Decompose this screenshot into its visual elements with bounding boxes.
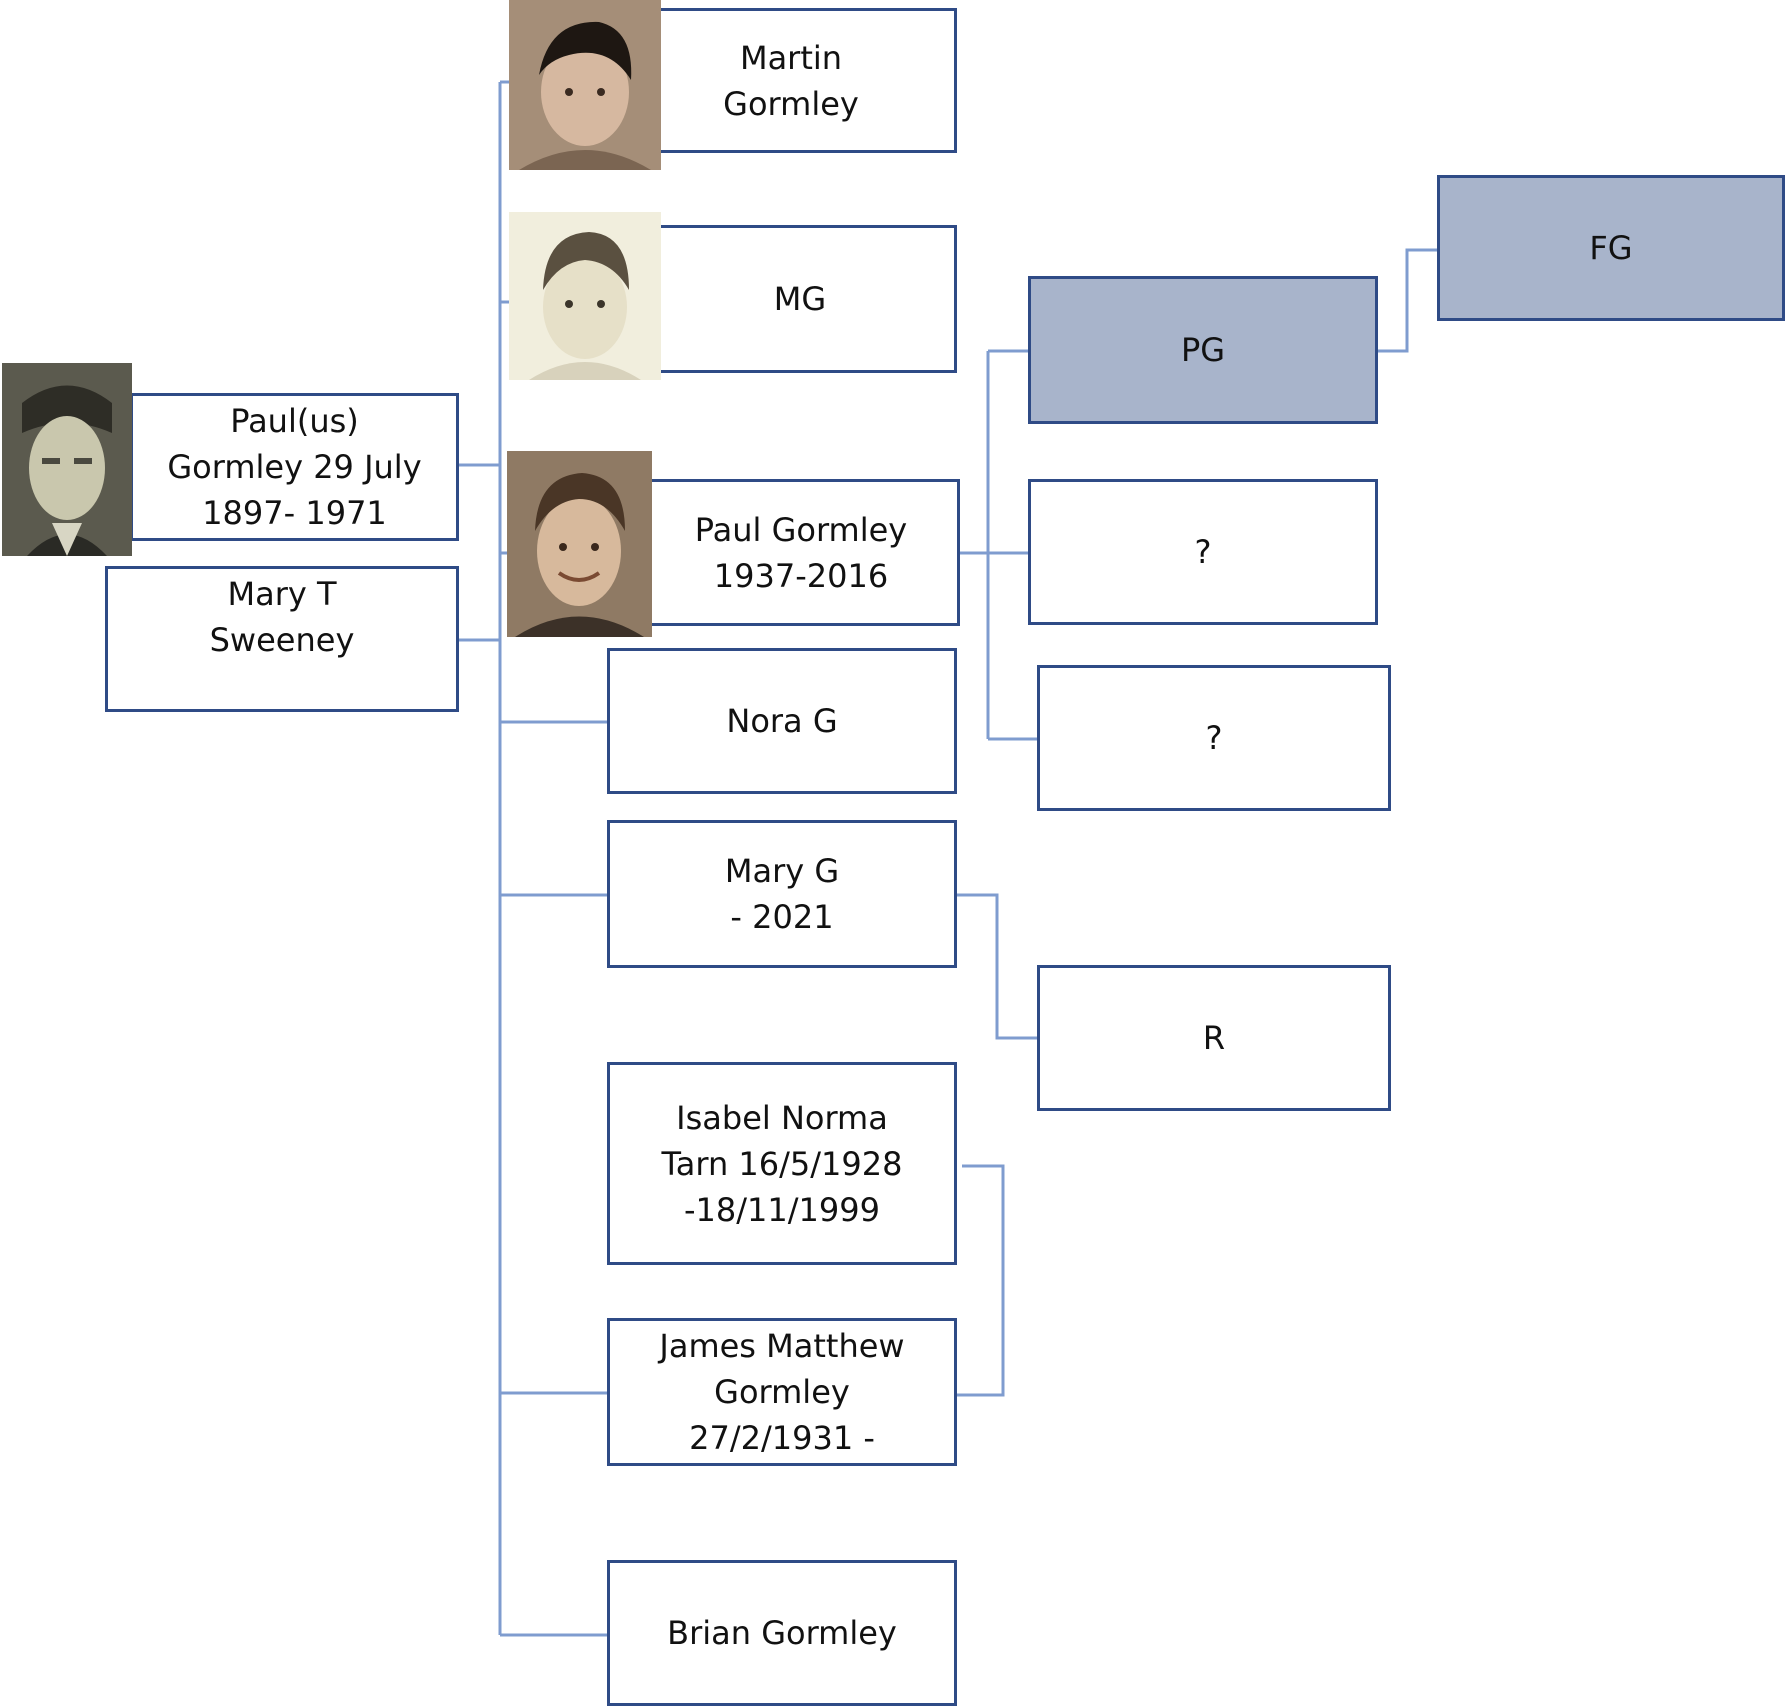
pg-fg-link [1378, 248, 1437, 353]
person-name-paulus: Paul(us) Gormley 29 July 1897- 1971 [167, 402, 422, 532]
person-name-fg: FG [1589, 229, 1633, 267]
spouse-bracket [957, 1164, 1005, 1397]
person-name-unknown-2: ? [1205, 719, 1223, 757]
person-box-r: R [1037, 965, 1391, 1111]
person-name-martin: Martin Gormley [723, 38, 859, 123]
person-name-mg: MG [773, 280, 827, 318]
person-name-mary-t: Mary T Sweeney [209, 575, 355, 659]
person-box-martin: Martin Gormley [655, 8, 957, 153]
person-box-nora: Nora G [607, 648, 957, 794]
person-box-unknown-1: ? [1028, 479, 1378, 625]
person-box-brian: Brian Gormley [607, 1560, 957, 1706]
person-name-pg: PG [1180, 331, 1226, 369]
person-box-unknown-2: ? [1037, 665, 1391, 811]
person-box-mg: MG [655, 225, 957, 373]
person-box-paul-g: Paul Gormley 1937-2016 [642, 479, 960, 626]
person-name-unknown-1: ? [1194, 533, 1212, 571]
person-box-mary-t: Mary T Sweeney [105, 566, 459, 712]
mary-g-r-link [957, 893, 1037, 1040]
person-box-isabel: Isabel Norma Tarn 16/5/1928 -18/11/1999 [607, 1062, 957, 1265]
person-name-nora: Nora G [726, 702, 838, 740]
person-box-paulus: Paul(us) Gormley 29 July 1897- 1971 [130, 393, 459, 541]
person-name-r: R [1202, 1019, 1226, 1057]
person-name-paul-g: Paul Gormley 1937-2016 [694, 510, 908, 595]
portrait-photo-paul-g [507, 451, 652, 637]
person-name-mary-g: Mary G - 2021 [724, 852, 840, 936]
person-name-isabel: Isabel Norma Tarn 16/5/1928 -18/11/1999 [661, 1098, 903, 1229]
person-box-mary-g: Mary G - 2021 [607, 820, 957, 968]
person-box-pg: PG [1028, 276, 1378, 424]
portrait-photo-mg [509, 212, 661, 380]
person-name-brian: Brian Gormley [667, 1614, 897, 1652]
person-box-fg: FG [1437, 175, 1785, 321]
portrait-photo-martin [509, 0, 661, 170]
portrait-photo-paulus [2, 363, 132, 556]
person-box-james: James Matthew Gormley 27/2/1931 - [607, 1318, 957, 1466]
person-name-james: James Matthew Gormley 27/2/1931 - [659, 1327, 905, 1457]
